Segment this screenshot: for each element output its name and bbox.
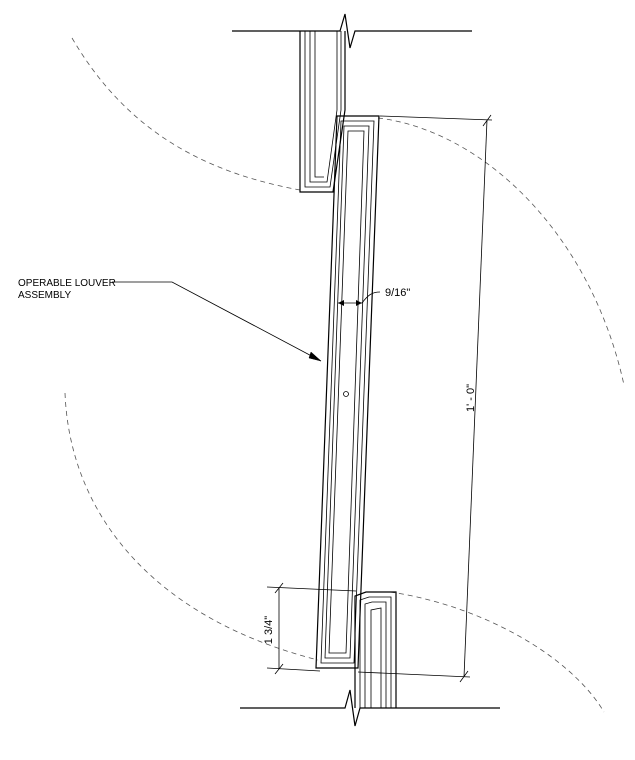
thickness-dimension <box>338 291 381 306</box>
swing-arcs <box>64 37 625 713</box>
swing-arc-upper-left <box>71 37 301 191</box>
swing-arc-upper-right <box>377 117 625 386</box>
frame-dimension <box>266 582 357 675</box>
dim-frame: 1 3/4" <box>263 616 275 644</box>
lower-frame-channel <box>354 591 397 708</box>
overall-dimension <box>357 114 493 683</box>
wall-bottom <box>240 689 500 727</box>
operable-louver-blade <box>315 115 380 669</box>
swing-arc-lower-right <box>389 591 605 713</box>
callout-label-line2: ASSEMBLY <box>18 290 71 301</box>
wall-top <box>232 13 472 49</box>
dim-thickness: 9/16" <box>385 287 410 299</box>
callout-label-line1: OPERABLE LOUVER <box>18 278 116 289</box>
swing-arc-lower-left <box>64 392 319 661</box>
upper-frame-channel <box>299 31 346 193</box>
pivot-point <box>343 391 349 397</box>
dim-overall: 1' - 0" <box>465 384 477 412</box>
callout-leader <box>112 281 322 362</box>
